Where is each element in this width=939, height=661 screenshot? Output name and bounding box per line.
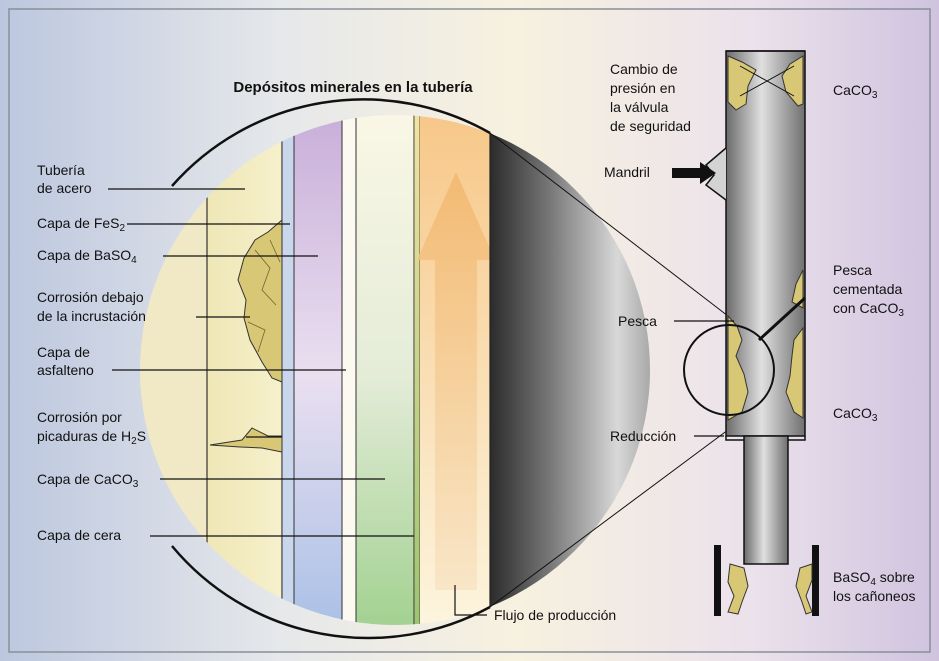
label-pesca-cementada-1: Pesca: [833, 262, 872, 278]
flow-arrow: [417, 172, 495, 590]
reduction-step-left: [725, 436, 744, 441]
label-h2s-2: picaduras de H2S: [37, 428, 146, 447]
label-caco3: Capa de CaCO3: [37, 471, 139, 490]
label-corrosion-2: de la incrustación: [37, 308, 146, 324]
magnify-circle: [683, 324, 775, 416]
deposit-texture: [247, 239, 281, 353]
baso4-deposit-left: [727, 563, 749, 615]
frame: [8, 8, 931, 653]
diagram-title: Depósitos minerales en la tubería: [233, 79, 473, 96]
left-leader-lines: [108, 188, 414, 537]
label-flujo: Flujo de producción: [494, 607, 616, 623]
label-baso4: Capa de BaSO4: [37, 247, 137, 266]
caco3-deposit-right: [785, 326, 804, 419]
mandrel-recess: [704, 147, 727, 201]
label-cambio-4: de seguridad: [610, 118, 691, 134]
label-pesca: Pesca: [618, 313, 657, 329]
caco3-deposit-top-left: [727, 55, 757, 111]
connector-top: [489, 132, 729, 317]
pesca-deposit-upper-right: [791, 269, 804, 309]
mandrel-arrow: [672, 162, 716, 184]
perforation-bar-left: [714, 545, 721, 616]
label-corrosion-1: Corrosión debajo: [37, 289, 144, 305]
label-fes2: Capa de FeS2: [37, 215, 126, 234]
valve-cross-2: [739, 65, 795, 97]
reduction-step-right: [788, 436, 806, 441]
baso4-layer: [293, 115, 343, 625]
asphaltene-layer: [341, 115, 357, 625]
perforation-bar-right: [812, 545, 819, 616]
magnifier-arc-top: [171, 98, 491, 187]
label-asfalteno-1: Capa de: [37, 344, 90, 360]
connector-bottom: [489, 420, 741, 608]
magnifier-arc-bottom: [171, 545, 491, 640]
label-pesca-cementada-3: con CaCO3: [833, 300, 904, 319]
label-baso4-canoneos-1: BaSO4 sobre: [833, 569, 915, 588]
caco3-layer: [355, 115, 415, 625]
label-tuberia-1: Tubería: [37, 162, 85, 178]
corrosion-deposit: [237, 218, 283, 383]
label-asfalteno-2: asfalteno: [37, 362, 94, 378]
pesca-deposit-left: [727, 314, 749, 421]
label-cambio-2: presión en: [610, 80, 675, 96]
label-reduccion: Reducción: [610, 428, 676, 444]
wax-layer: [413, 115, 421, 625]
label-pesca-cementada-2: cementada: [833, 281, 902, 297]
wellbore: [672, 50, 819, 616]
label-cambio-1: Cambio de: [610, 61, 678, 77]
label-caco3-mid: CaCO3: [833, 405, 878, 424]
fes2-layer: [281, 115, 295, 625]
lower-tubing: [743, 435, 789, 565]
label-caco3-top: CaCO3: [833, 82, 878, 101]
label-baso4-canoneos-2: los cañoneos: [833, 588, 916, 604]
label-h2s-1: Corrosión por: [37, 409, 122, 425]
pesca-cementada-pointer: [757, 296, 807, 342]
label-mandril: Mandril: [604, 164, 650, 180]
baso4-deposit-right: [795, 563, 813, 615]
h2s-pit: [209, 427, 283, 453]
label-tuberia-2: de acero: [37, 180, 92, 196]
flow-leader-line: [454, 585, 487, 616]
label-cera: Capa de cera: [37, 527, 121, 543]
label-cambio-3: la válvula: [610, 99, 669, 115]
